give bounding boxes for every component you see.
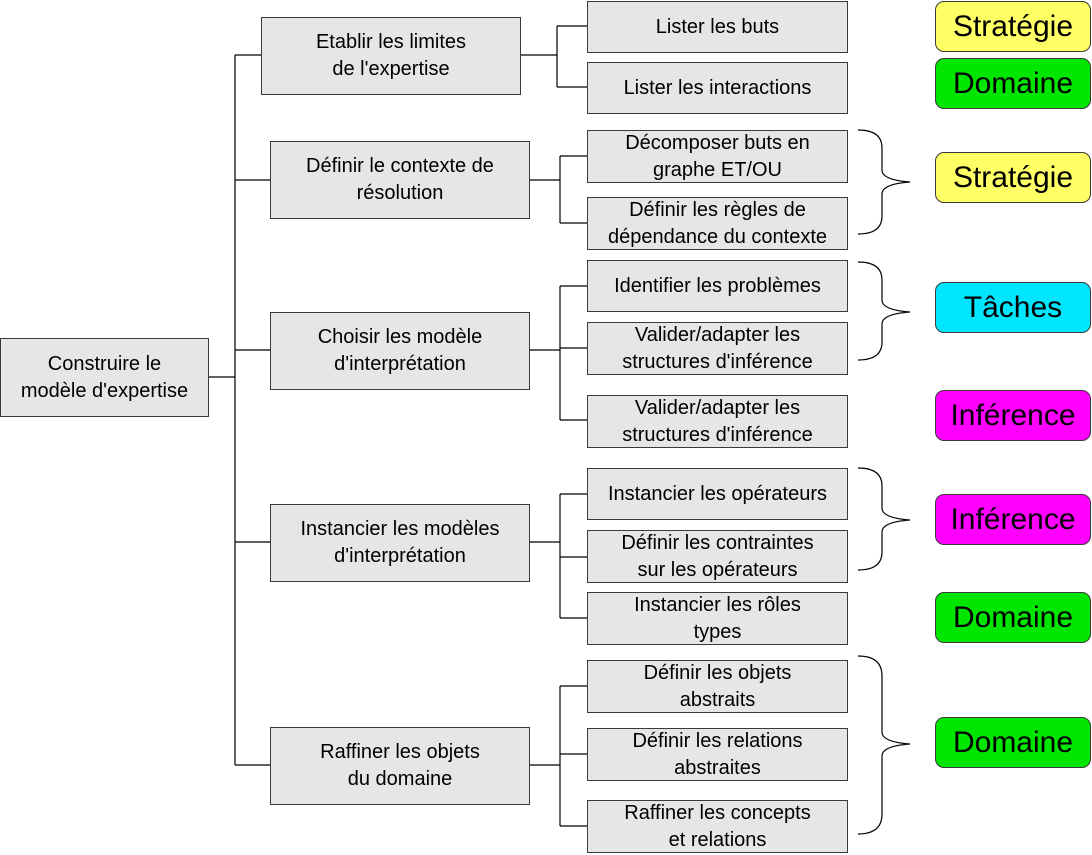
step-node: Raffiner les objets du domaine <box>270 727 530 805</box>
box-label-line: abstraites <box>674 756 761 779</box>
box-label-line: modèle d'expertise <box>20 379 189 402</box>
box-label-line: du domaine <box>347 768 453 790</box>
step-node: Instancier les modèles d'interprétation <box>270 504 530 582</box>
box-label-line: d'interprétation <box>334 353 466 375</box>
box-label-line: structures d'inférence <box>622 350 813 373</box>
box-label-line: Définir les règles de <box>629 198 806 221</box>
task-node: Définir les contraintes sur les opérateur… <box>587 530 848 583</box>
box-label-line: Raffiner les concepts <box>624 801 811 824</box>
box-label-line: Définir les relations <box>632 729 803 752</box>
category-label: Inférence <box>950 502 1076 536</box>
task-node: Valider/adapter les structures d'inférenc… <box>587 395 848 448</box>
task-node: Lister les buts <box>587 1 848 53</box>
brace-3 <box>857 467 911 571</box>
task-node: Lister les interactions <box>587 62 848 114</box>
category-tag: Tâches <box>935 282 1091 333</box>
box-label-line: Instancier les rôles <box>634 593 801 616</box>
category-label: Domaine <box>952 725 1074 759</box>
task-node: Définir les objets abstraits <box>587 660 848 713</box>
task-node: Valider/adapter les structures d'inférenc… <box>587 322 848 375</box>
category-label: Domaine <box>952 66 1074 100</box>
root-node: Construire le modèle d'expertise <box>0 338 209 417</box>
brace-1 <box>857 129 911 235</box>
box-label-line: d'interprétation <box>334 545 466 567</box>
box-label-line: Valider/adapter les <box>634 323 801 346</box>
box-label-line: Lister les interactions <box>623 76 812 99</box>
box-label-line: sur les opérateurs <box>637 558 798 581</box>
box-label-line: Choisir les modèle <box>317 326 483 348</box>
category-tag: Domaine <box>935 717 1091 768</box>
box-label-line: Instancier les modèles <box>300 518 500 540</box>
step-node: Etablir les limites de l'expertise <box>261 17 521 95</box>
task-node: Instancier les opérateurs <box>587 468 848 520</box>
task-node: Décomposer buts en graphe ET/OU <box>587 130 848 183</box>
box-label-line: Raffiner les objets <box>320 741 480 763</box>
box-label-line: Etablir les limites <box>315 31 467 53</box>
box-label-line: graphe ET/OU <box>653 158 782 181</box>
category-tag: Stratégie <box>935 152 1091 203</box>
box-label-line: structures d'inférence <box>622 423 813 446</box>
box-label-line: dépendance du contexte <box>607 225 828 248</box>
category-label: Stratégie <box>952 160 1074 194</box>
box-label-line: Instancier les opérateurs <box>607 482 827 505</box>
task-node: Définir les relations abstraites <box>587 728 848 781</box>
category-tag: Domaine <box>935 592 1091 643</box>
step-node: Définir le contexte de résolution <box>270 141 530 219</box>
task-node: Définir les règles de dépendance du conte… <box>587 197 848 250</box>
brace-4 <box>857 655 911 835</box>
category-label: Inférence <box>950 398 1076 432</box>
box-label-line: résolution <box>356 182 444 204</box>
category-tag: Domaine <box>935 58 1091 109</box>
box-label-line: Valider/adapter les <box>634 396 801 419</box>
task-node: Identifier les problèmes <box>587 260 848 312</box>
box-label-line: Définir les contraintes <box>621 531 814 554</box>
step-node: Choisir les modèle d'interprétation <box>270 312 530 390</box>
box-label-line: de l'expertise <box>332 58 450 80</box>
task-node: Instancier les rôles types <box>587 592 848 645</box>
box-label-line: Identifier les problèmes <box>614 274 821 297</box>
category-tag: Inférence <box>935 494 1091 545</box>
box-label-line: Lister les buts <box>655 15 780 38</box>
box-label-line: et relations <box>668 828 767 851</box>
box-label-line: Définir le contexte de <box>306 155 494 177</box>
task-node: Raffiner les concepts et relations <box>587 800 848 853</box>
category-tag: Inférence <box>935 390 1091 441</box>
box-label-line: abstraits <box>679 688 756 711</box>
box-label-line: Définir les objets <box>643 661 792 684</box>
category-label: Stratégie <box>952 9 1074 43</box>
category-label: Tâches <box>963 290 1063 324</box>
brace-2 <box>857 261 911 361</box>
box-label-line: Construire le <box>47 352 162 375</box>
box-label-line: types <box>693 620 742 643</box>
category-label: Domaine <box>952 600 1074 634</box>
category-tag: Stratégie <box>935 1 1091 52</box>
box-label-line: Décomposer buts en <box>625 131 810 154</box>
